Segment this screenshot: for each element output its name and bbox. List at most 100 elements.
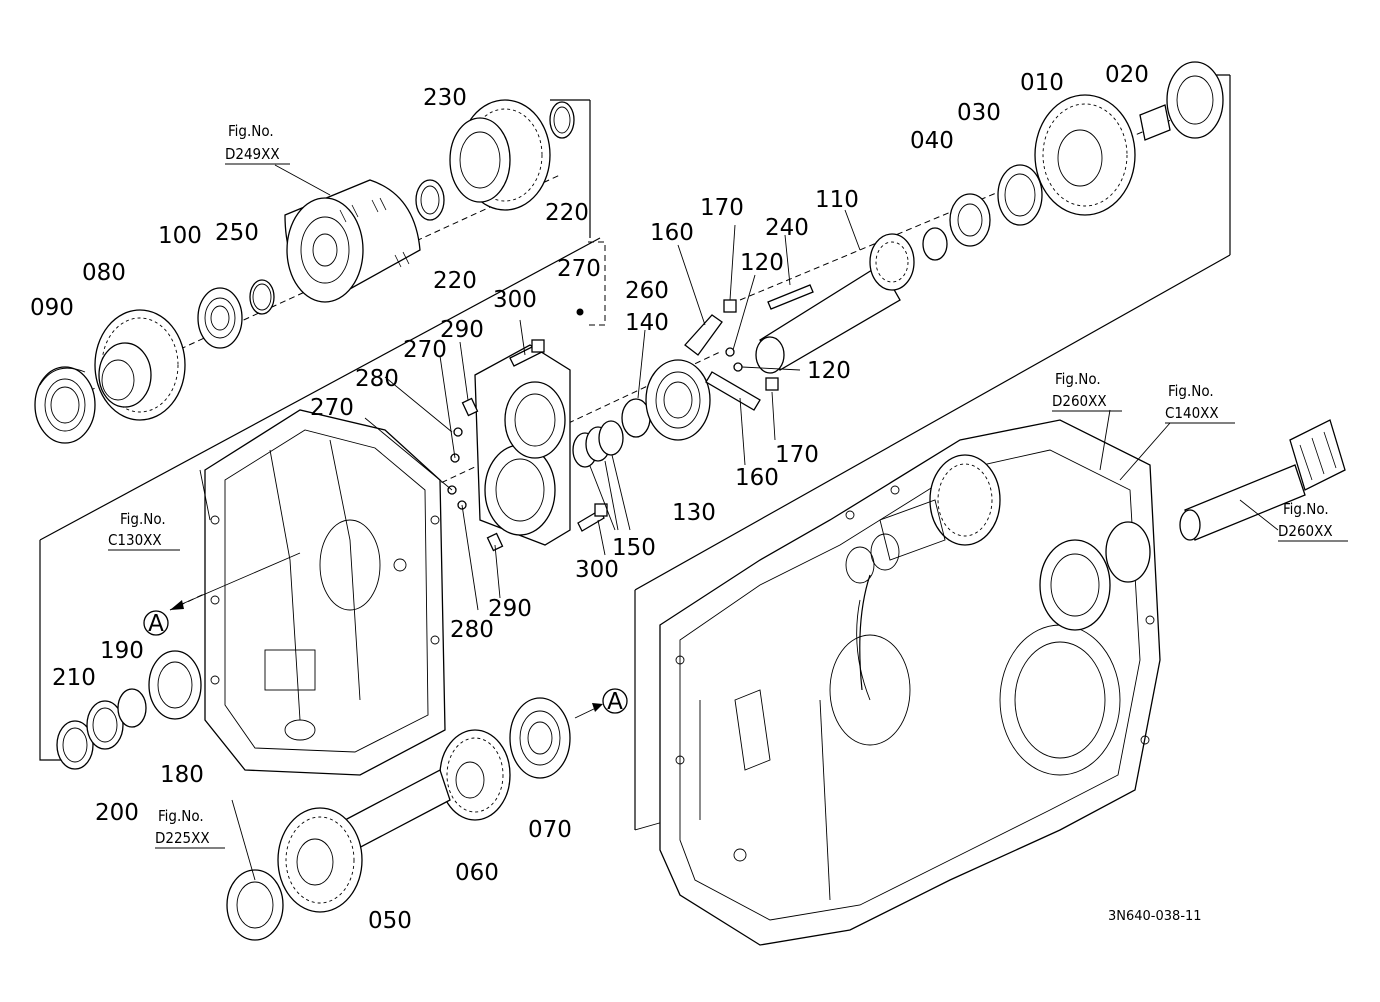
part-210-ring (56, 720, 94, 770)
label-150: 150 (612, 535, 656, 561)
part-050-shaft-gear (277, 769, 451, 913)
label-170-upper: 170 (700, 195, 744, 221)
label-130: 130 (672, 500, 716, 526)
label-300-lower: 300 (575, 557, 619, 583)
part-070-bearing (509, 697, 571, 779)
part-080-gear (94, 309, 186, 421)
transmission-case-right (659, 419, 1161, 946)
figref-C130XX: Fig.No. C130XX (108, 510, 180, 551)
label-120-lower: 120 (807, 358, 851, 384)
label-300-upper: 300 (493, 287, 537, 313)
part-number-labels: 010 020 030 040 050 060 070 080 090 100 … (30, 62, 1149, 934)
label-030: 030 (957, 100, 1001, 126)
bearing-holder-housing (474, 308, 584, 546)
ref-marker-A-left: A (143, 610, 169, 637)
label-050: 050 (368, 908, 412, 934)
part-250-snap-ring (249, 279, 275, 315)
label-270-left: 270 (310, 395, 354, 421)
figref-D260XX-lower-prefix: Fig.No. (1283, 500, 1329, 518)
part-240-key (767, 284, 814, 310)
figref-C140XX-prefix: Fig.No. (1168, 382, 1214, 400)
label-020: 020 (1105, 62, 1149, 88)
label-210: 210 (52, 665, 96, 691)
label-160-lower: 160 (735, 465, 779, 491)
figref-C130XX-code: C130XX (108, 531, 162, 549)
drawing-code: 3N640-038-11 (1108, 909, 1202, 924)
part-030-bearing (997, 164, 1043, 226)
label-140: 140 (625, 310, 669, 336)
part-130-bearing (645, 359, 711, 441)
label-100: 100 (158, 223, 202, 249)
label-180: 180 (160, 762, 204, 788)
part-060-gear (439, 729, 511, 821)
figref-D225XX-prefix: Fig.No. (158, 807, 204, 825)
figref-D260XX-lower: Fig.No. D260XX (1278, 500, 1348, 542)
figref-C140XX: Fig.No. C140XX (1165, 382, 1235, 424)
pinion-shaft-d260 (1179, 419, 1346, 541)
part-220-needle-bearing-left (415, 179, 445, 221)
part-190-ring (117, 688, 147, 728)
arrow-to-A-left (170, 552, 301, 610)
figure-refs: Fig.No. D249XX Fig.No. C130XX Fig.No. D2… (108, 122, 1348, 849)
label-240: 240 (765, 215, 809, 241)
figref-D249XX: Fig.No. D249XX (225, 122, 290, 165)
figref-D225XX: Fig.No. D225XX (155, 807, 225, 849)
label-110: 110 (815, 187, 859, 213)
label-040: 040 (910, 128, 954, 154)
part-180-bearing (148, 650, 202, 720)
part-220-needle-bearing-right (549, 101, 575, 139)
label-070: 070 (528, 817, 572, 843)
label-090: 090 (30, 295, 74, 321)
part-120-balls (725, 347, 743, 372)
part-160-plate-lower (705, 371, 761, 411)
label-270-upper: 270 (557, 256, 601, 282)
figref-D260XX-lower-code: D260XX (1278, 522, 1333, 540)
part-010-gear (1034, 94, 1136, 216)
label-200: 200 (95, 800, 139, 826)
label-270-mid: 270 (403, 337, 447, 363)
ref-marker-A-right: A (602, 688, 628, 715)
part-110-shaft (755, 233, 915, 374)
label-160-upper: 160 (650, 220, 694, 246)
arrow-to-A-right (574, 703, 603, 719)
label-010: 010 (1020, 70, 1064, 96)
part-200-seal (86, 700, 124, 750)
label-220-upper: 220 (545, 200, 589, 226)
clutch-hub-assembly (284, 179, 421, 303)
label-190: 190 (100, 638, 144, 664)
part-230-gear (449, 99, 551, 211)
figref-D260XX-upper-prefix: Fig.No. (1055, 370, 1101, 388)
case-curve-line (859, 574, 871, 691)
d225-bearing (226, 869, 284, 941)
ref-marker-A-right-text: A (607, 689, 623, 715)
label-060: 060 (455, 860, 499, 886)
label-280-upper: 280 (355, 366, 399, 392)
label-250: 250 (215, 220, 259, 246)
figref-C130XX-prefix: Fig.No. (120, 510, 166, 528)
leader-lines (199, 164, 1279, 881)
transmission-case-left (204, 409, 446, 776)
label-080: 080 (82, 260, 126, 286)
label-260: 260 (625, 278, 669, 304)
label-220-lower: 220 (433, 268, 477, 294)
label-230: 230 (423, 85, 467, 111)
part-160-plate-upper (684, 314, 723, 356)
part-150-140-orings (572, 398, 651, 468)
part-040-bearing (922, 193, 991, 261)
part-090-bearing (34, 366, 96, 444)
figref-D260XX-upper-code: D260XX (1052, 392, 1107, 410)
figref-D260XX-upper: Fig.No. D260XX (1052, 370, 1122, 412)
label-290-upper: 290 (440, 317, 484, 343)
figref-D249XX-prefix: Fig.No. (228, 122, 274, 140)
part-300-bolts (509, 339, 608, 532)
label-280-lower: 280 (450, 617, 494, 643)
figref-D225XX-code: D225XX (155, 829, 210, 847)
part-100-bearing (197, 287, 243, 349)
label-290-lower: 290 (488, 596, 532, 622)
label-170-lower: 170 (775, 442, 819, 468)
figref-D249XX-code: D249XX (225, 145, 280, 163)
label-120-upper: 120 (740, 250, 784, 276)
ref-marker-A-left-text: A (148, 611, 164, 637)
